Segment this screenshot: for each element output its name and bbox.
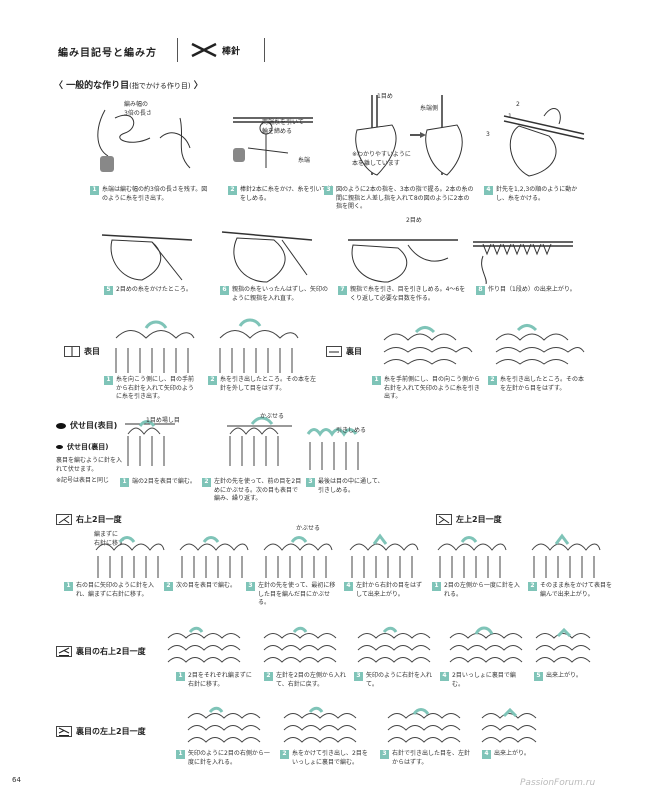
p2tog-right-symbol-icon xyxy=(56,646,72,657)
p2tog-right-illustration-5 xyxy=(535,627,591,663)
step-num-3-label: 3 xyxy=(486,131,490,138)
k2tog-left-title: 左上2目一度 xyxy=(436,514,502,525)
p2tog-right-title: 裏目の右上2目一度 xyxy=(56,646,146,657)
k2tog-right-symbol-icon xyxy=(56,514,72,525)
bindoff-illustration-2 xyxy=(227,416,292,466)
p2tog-right-illustration-1 xyxy=(167,626,241,663)
bindoff-purl-symbol-icon xyxy=(56,445,63,449)
p2tog-left-illustration-4 xyxy=(481,707,537,743)
cast-on-illustration-1 xyxy=(97,109,191,172)
bracket-label: 棒針 xyxy=(222,47,241,57)
bindoff-illustration-1 xyxy=(125,420,175,466)
cast-on-illustration-8 xyxy=(473,241,573,284)
watermark: PassionForum.ru xyxy=(520,778,596,788)
bindoff-illustration-3 xyxy=(306,428,359,470)
cast-on-illustration-2 xyxy=(233,117,313,168)
k2tog-right-illustration-1 xyxy=(95,536,165,578)
p2tog-right-illustration-4 xyxy=(449,626,523,663)
knit-symbol-icon xyxy=(64,346,80,357)
k2tog-left-illustration-1 xyxy=(437,536,507,578)
yarn-length-label: 編み幅の 3倍の長さ xyxy=(124,101,152,117)
first-row-label: 1目め xyxy=(377,93,393,100)
illustration-note: ※わかりやすいように 本を離しています xyxy=(352,151,411,167)
k2tog-right-cover-label: かぶせる xyxy=(296,525,321,532)
page-title: 編み目記号と編み方 xyxy=(58,48,157,59)
p2tog-left-title: 裏目の左上2目一度 xyxy=(56,726,146,737)
p2tog-left-symbol-icon xyxy=(56,726,72,737)
cast-on-illustration-6 xyxy=(221,231,313,283)
bindoff-section-title: 伏せ目(表目) xyxy=(56,420,117,431)
knit-illustration-1 xyxy=(115,320,195,373)
knit-section-title: 表目 xyxy=(64,346,100,357)
p2tog-left-illustration-1 xyxy=(187,706,261,743)
p2tog-right-illustration-3 xyxy=(357,626,431,663)
second-row-label: 2目め xyxy=(406,217,422,224)
k2tog-left-illustration-2 xyxy=(531,533,601,578)
k2tog-right-illustration-4 xyxy=(349,533,419,578)
bindoff-purl-block: 伏せ目(裏目) 裏目を編むように針を入れて伏せます。 ※記号は表目と同じ xyxy=(56,443,123,484)
purl-illustration-1 xyxy=(383,326,473,365)
k2tog-right-illustration-2 xyxy=(179,536,249,578)
yarn-side-label: 糸端側 xyxy=(420,105,439,112)
knit-illustration-2 xyxy=(219,318,299,373)
bindoff-first-label: 1目め場し目 xyxy=(146,417,180,424)
purl-illustration-2 xyxy=(495,324,585,365)
step-num-1-label: 1 xyxy=(508,113,512,120)
step-num-2-label: 2 xyxy=(516,101,520,108)
cast-on-illustration-5 xyxy=(101,234,193,281)
purl-section-title: 裏目 xyxy=(326,346,362,357)
scissors-icon xyxy=(190,41,218,63)
bindoff-symbol-icon xyxy=(56,422,66,429)
p2tog-right-illustration-2 xyxy=(263,626,337,663)
page-number: 64 xyxy=(12,776,21,784)
cast-on-title: 〈 一般的な作り目(指でかける作り目) 〉 xyxy=(54,81,203,91)
p2tog-left-illustration-2 xyxy=(283,706,357,743)
yarn-end-label: 糸端 xyxy=(298,157,311,164)
cast-on-illustration-4 xyxy=(503,108,585,177)
k2tog-right-title: 右上2目一度 xyxy=(56,514,122,525)
pull-loop-label: 両端糸を引いて 輪を締める xyxy=(262,119,304,135)
bindoff-tighten-label: 引きしめる xyxy=(336,427,367,434)
k2tog-right-illustration-3 xyxy=(263,536,333,578)
cast-on-illustration-3 xyxy=(355,95,463,176)
bindoff-cover-label: かぶせる xyxy=(260,413,285,420)
title-bracket xyxy=(177,38,265,62)
cast-on-illustration-7 xyxy=(348,239,458,283)
p2tog-left-illustration-3 xyxy=(387,708,461,743)
k2tog-left-symbol-icon xyxy=(436,514,452,525)
k2tog-right-slip-label: 編まずに 右針に移す xyxy=(94,531,125,547)
purl-symbol-icon xyxy=(326,346,342,357)
